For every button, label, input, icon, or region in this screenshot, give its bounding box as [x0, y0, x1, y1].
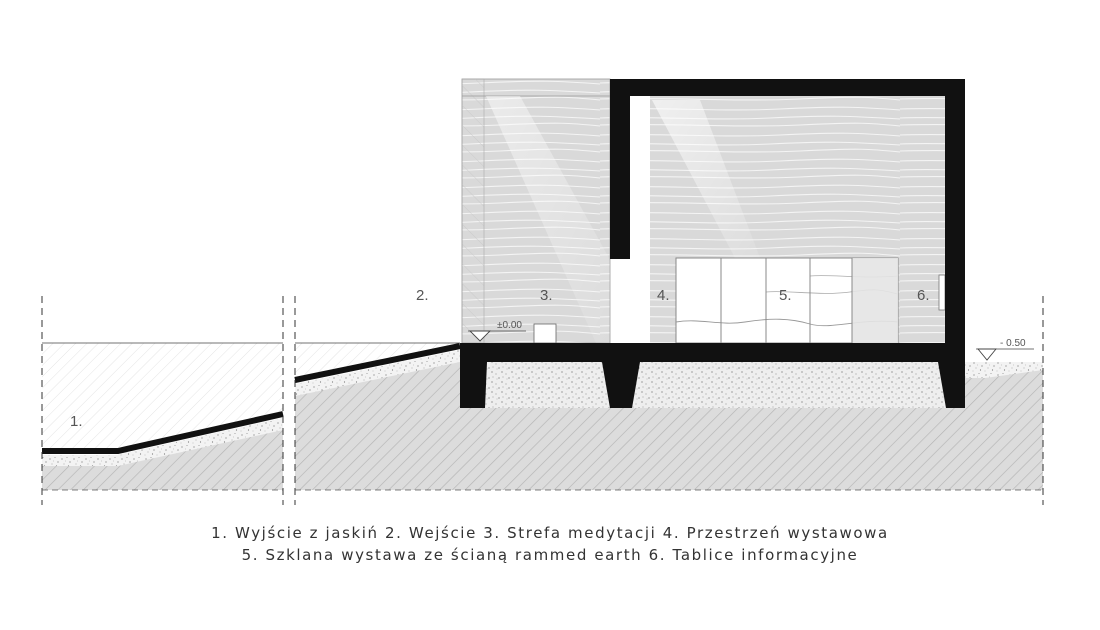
level-zero-text: ±0.00	[497, 320, 522, 331]
ground-hatch-right	[295, 360, 1043, 490]
level-marker-minus: - 0.50	[976, 338, 1034, 361]
access-ramp-slab	[294, 343, 461, 383]
glass-exhibition-cases	[675, 257, 899, 344]
upper-soil-left	[42, 343, 283, 450]
level-triangle-icon	[977, 348, 997, 361]
pavilion-section: 2. 3. 4. 5. 6. ±0.00 - 0.50	[294, 78, 1044, 505]
label-exhibition: 4.	[657, 287, 670, 304]
legend-caption-line-2: 5. Szklana wystawa ze ścianą rammed eart…	[241, 546, 859, 564]
label-info-boards: 6.	[917, 287, 930, 304]
structural-frame	[460, 79, 965, 362]
gravel-bed-ramp	[295, 350, 460, 396]
gravel-bed-left	[42, 418, 283, 466]
cave-exit-section: 1.	[41, 296, 284, 505]
label-glass-exhibit: 5.	[779, 287, 792, 304]
light-beam-hall	[652, 100, 760, 258]
level-minus-text: - 0.50	[1000, 338, 1026, 349]
gravel-bed-foundation	[460, 362, 965, 408]
info-board	[938, 274, 946, 311]
cave-path-slab	[42, 411, 284, 454]
level-marker-zero: ±0.00	[468, 320, 526, 342]
gravel-bed-right	[965, 362, 1043, 378]
vertical-slot	[630, 96, 650, 343]
foundation-piers	[460, 362, 965, 408]
label-exit-caves: 1.	[70, 413, 83, 430]
legend-caption-line-1: 1. Wyjście z jaskiń 2. Wejście 3. Strefa…	[211, 524, 889, 542]
meditation-block	[533, 323, 557, 344]
label-entrance: 2.	[416, 287, 429, 304]
crosshatch-column	[461, 78, 485, 344]
label-meditation: 3.	[540, 287, 553, 304]
light-beam-meditation	[486, 96, 610, 343]
